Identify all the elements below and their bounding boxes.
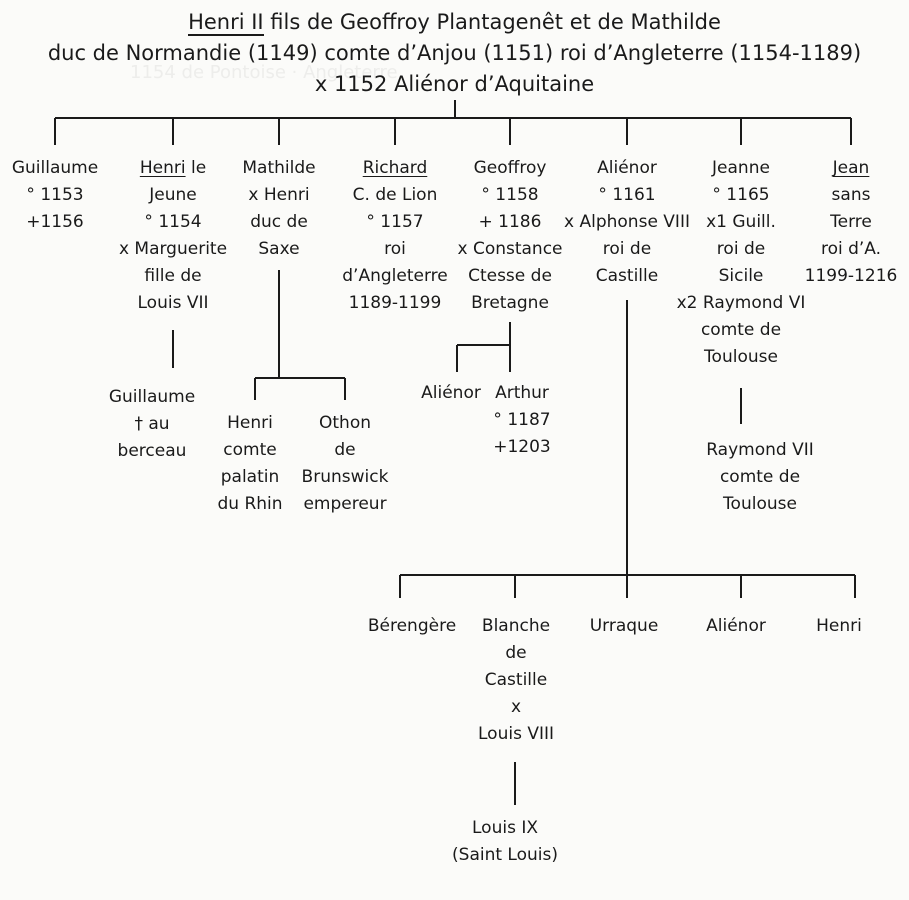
grandchild-guillaume-au-berceau-line: Guillaume: [108, 387, 196, 407]
child-richard-line: ° 1157: [366, 212, 424, 232]
grandchild-alienor-de-castille: Aliénor: [706, 613, 766, 640]
child-jeanne-line: Sicile: [718, 266, 764, 286]
grandchild-othon-line: Brunswick: [301, 467, 389, 487]
grandchild-blanche-de-castille-line: x: [510, 697, 522, 717]
child-guillaume: Guillaume ° 1153 +1156: [12, 155, 98, 236]
child-richard-line: C. de Lion: [352, 185, 438, 205]
grandchild-henri-palatin-line: du Rhin: [217, 494, 283, 514]
child-jeanne-line: comte de: [700, 320, 782, 340]
henri-ii-name: Henri II: [188, 10, 264, 36]
child-jeanne-line: ° 1165: [712, 185, 770, 205]
child-richard-line: roi: [384, 239, 406, 259]
child-mathilde-line: duc de: [250, 212, 308, 232]
child-geoffroy-line: Ctesse de: [468, 266, 552, 286]
child-jean-line: Jean: [832, 158, 870, 178]
child-alienor-line: Aliénor: [597, 158, 657, 178]
header-line-1: Henri II fils de Geoffroy Plantagenêt et…: [0, 10, 909, 36]
grandchild-alienor-de-bretagne: Aliénor: [421, 380, 481, 407]
child-alienor-line: ° 1161: [598, 185, 656, 205]
grandchild-blanche-de-castille-line: Castille: [484, 670, 548, 690]
child-guillaume-line: ° 1153: [26, 185, 84, 205]
child-jeanne-line: roi de: [716, 239, 766, 259]
child-geoffroy-line: Geoffroy: [473, 158, 547, 178]
child-alienor-line: roi de: [602, 239, 652, 259]
grandchild-arthur-line: Arthur: [495, 383, 549, 403]
child-jean-line: roi d’A.: [820, 239, 882, 259]
grandchild-othon-line: de: [334, 440, 356, 460]
henri-ii-parents: fils de Geoffroy Plantagenêt et de Mathi…: [263, 10, 721, 34]
grandchild-alienor-de-bretagne-line: Aliénor: [421, 383, 481, 403]
grandchild-henri-de-castille-line: Henri: [816, 616, 862, 636]
child-richard-line: 1189-1199: [348, 293, 442, 313]
child-alienor-line: x Alphonse VIII: [564, 212, 690, 232]
grandchild-othon-line: Othon: [318, 413, 371, 433]
great-grandchild-louis-ix-line: Louis IX: [472, 818, 538, 838]
grandchild-henri-palatin-line: palatin: [220, 467, 280, 487]
child-henri-le-jeune-line: x Marguerite: [118, 239, 228, 259]
grandchild-henri-palatin-line: comte: [223, 440, 277, 460]
child-mathilde-line: x Henri: [248, 185, 310, 205]
child-mathilde: Mathilde x Henri duc de Saxe: [242, 155, 315, 263]
grandchild-urraque: Urraque: [590, 613, 659, 640]
grandchild-blanche-de-castille-line: de: [505, 643, 527, 663]
grandchild-arthur: Arthur ° 1187 +1203: [493, 380, 551, 461]
child-jeanne-line: Toulouse: [704, 347, 778, 367]
grandchild-guillaume-au-berceau: Guillaume † au berceau: [109, 384, 195, 465]
child-geoffroy-line: Bretagne: [471, 293, 549, 313]
grandchild-raymond-vii-line: Toulouse: [723, 494, 797, 514]
child-henri-le-jeune-line: Jeune: [149, 185, 197, 205]
grandchild-berengere: Bérengère: [368, 613, 456, 640]
child-henri-le-jeune-line: ° 1154: [144, 212, 202, 232]
child-mathilde-line: Mathilde: [242, 158, 316, 178]
grandchild-raymond-vii: Raymond VII comte de Toulouse: [706, 437, 814, 518]
child-jeanne: Jeanne ° 1165 x1 Guill. roi de Sicile x2 Raym…: [677, 155, 806, 371]
grandchild-arthur-line: +1203: [493, 437, 551, 457]
grandchild-guillaume-au-berceau-line: † au: [134, 414, 170, 434]
child-richard-line: d’Angleterre: [342, 266, 448, 286]
child-geoffroy-line: ° 1158: [481, 185, 539, 205]
child-henri-le-jeune-line: Louis VII: [137, 293, 209, 313]
child-jean-line: 1199-1216: [804, 266, 898, 286]
child-guillaume-line: +1156: [26, 212, 84, 232]
child-guillaume-line: Guillaume: [11, 158, 99, 178]
child-jeanne-line: Jeanne: [712, 158, 770, 178]
bleed-through-text: 1154 de Pontoise · Angleterre: [130, 62, 398, 83]
child-alienor: Aliénor ° 1161 x Alphonse VIII roi de Castil…: [564, 155, 690, 290]
grandchild-henri-de-castille: Henri: [816, 613, 862, 640]
grandchild-berengere-line: Bérengère: [367, 616, 457, 636]
child-henri-le-jeune-line: Henri le: [139, 158, 207, 178]
grandchild-guillaume-au-berceau-line: berceau: [117, 441, 187, 461]
child-mathilde-line: Saxe: [258, 239, 300, 259]
great-grandchild-louis-ix-line: (Saint Louis): [452, 845, 558, 865]
grandchild-raymond-vii-line: comte de: [719, 467, 801, 487]
great-grandchild-louis-ix: Louis IX (Saint Louis): [452, 815, 558, 869]
child-henri-le-jeune-line: fille de: [144, 266, 202, 286]
grandchild-urraque-line: Urraque: [589, 616, 659, 636]
grandchild-blanche-de-castille-line: Louis VIII: [477, 724, 555, 744]
grandchild-blanche-de-castille-line: Blanche: [481, 616, 551, 636]
child-richard-line: Richard: [362, 158, 428, 178]
child-jean-line: Terre: [830, 212, 872, 232]
grandchild-henri-palatin-line: Henri: [227, 413, 273, 433]
child-geoffroy-line: + 1186: [478, 212, 542, 232]
child-richard: Richard C. de Lion ° 1157 roi d’Angleterre 11…: [342, 155, 447, 317]
child-jean-line: sans: [831, 185, 871, 205]
header-line-3: x 1152 Aliénor d’Aquitaine: [314, 72, 595, 96]
child-alienor-line: Castille: [595, 266, 659, 286]
grandchild-alienor-de-castille-line: Aliénor: [706, 616, 766, 636]
grandchild-raymond-vii-line: Raymond VII: [706, 440, 814, 460]
child-jeanne-line: x1 Guill.: [706, 212, 776, 232]
grandchild-arthur-line: ° 1187: [493, 410, 551, 430]
grandchild-henri-palatin: Henri comte palatin du Rhin: [217, 410, 282, 518]
grandchild-othon-line: empereur: [303, 494, 387, 514]
header-line-2: duc de Normandie (1149) comte d’Anjou (1…: [47, 41, 862, 65]
child-geoffroy-line: x Constance: [457, 239, 563, 259]
child-jeanne-line: x2 Raymond VI: [676, 293, 806, 313]
child-henri-le-jeune: Henri le Jeune ° 1154 x Marguerite fille de L…: [119, 155, 227, 317]
